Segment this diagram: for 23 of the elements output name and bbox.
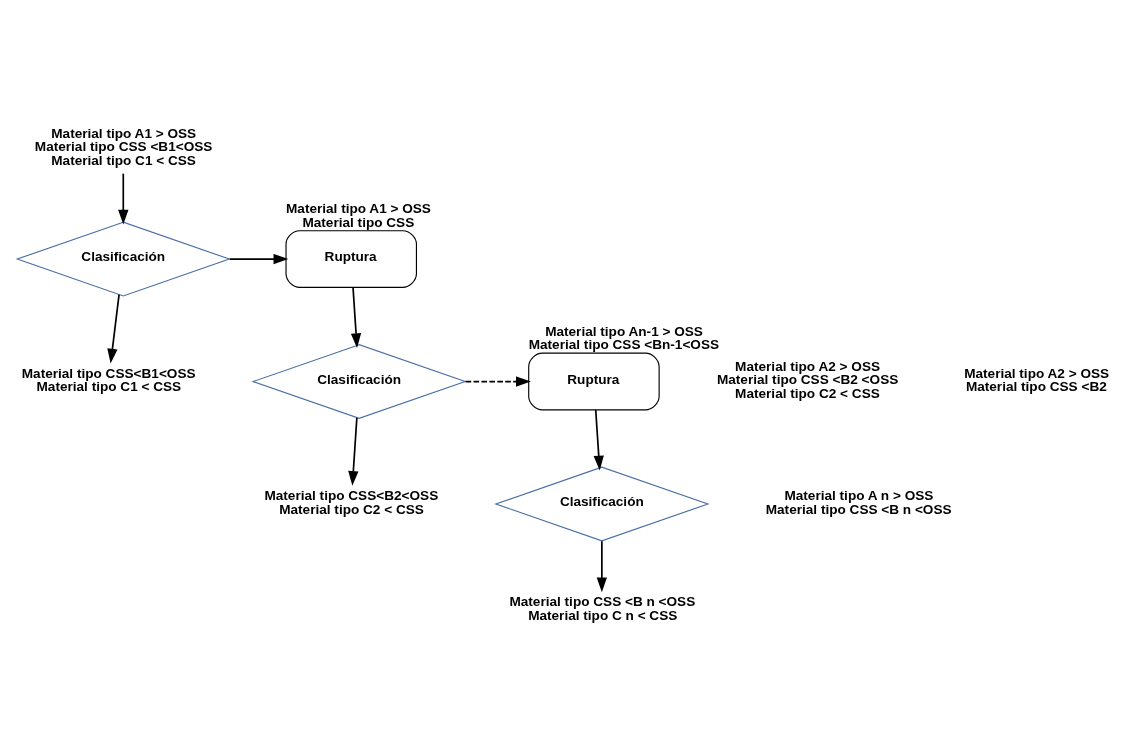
node-text: Material tipo A1 > OSS Material tipo CSS <B1<OSS Material tipo C1 < CSS	[34, 125, 213, 168]
node-text: Material tipo CSS<B1<OSS Material tipo C1 < CSS	[21, 365, 196, 394]
node-label: Material tipo A1 > OSS	[286, 200, 431, 216]
label: Material tipo A n > OSS	[784, 487, 934, 503]
arrow	[107, 293, 120, 363]
label: Material tipo A2 > OSS	[964, 365, 1110, 381]
node-box: Ruptura	[285, 229, 417, 288]
arrow	[348, 416, 359, 486]
node-label: Material tipo An-1 > OSS	[545, 323, 703, 339]
node-label: Material tipo CSS	[302, 214, 415, 230]
arrow	[593, 408, 604, 470]
node-text: Material tipo CSS<B2<OSS Material tipo C2 < CSS	[264, 487, 439, 517]
arrow	[118, 172, 129, 225]
arrow	[464, 375, 531, 387]
node-box: Ruptura	[528, 352, 660, 410]
node-diamond: Clasificación	[494, 466, 710, 541]
label: Material tipo A2 > OSS	[735, 358, 881, 374]
node-diamond: Clasificación	[251, 343, 467, 419]
node-diamond: Clasificación	[15, 221, 232, 296]
arrow	[350, 286, 362, 348]
arrow	[596, 539, 608, 592]
node-text: Material tipo CSS <B n <OSS Material tipo C n < CSS	[509, 593, 696, 623]
arrow	[228, 253, 289, 264]
